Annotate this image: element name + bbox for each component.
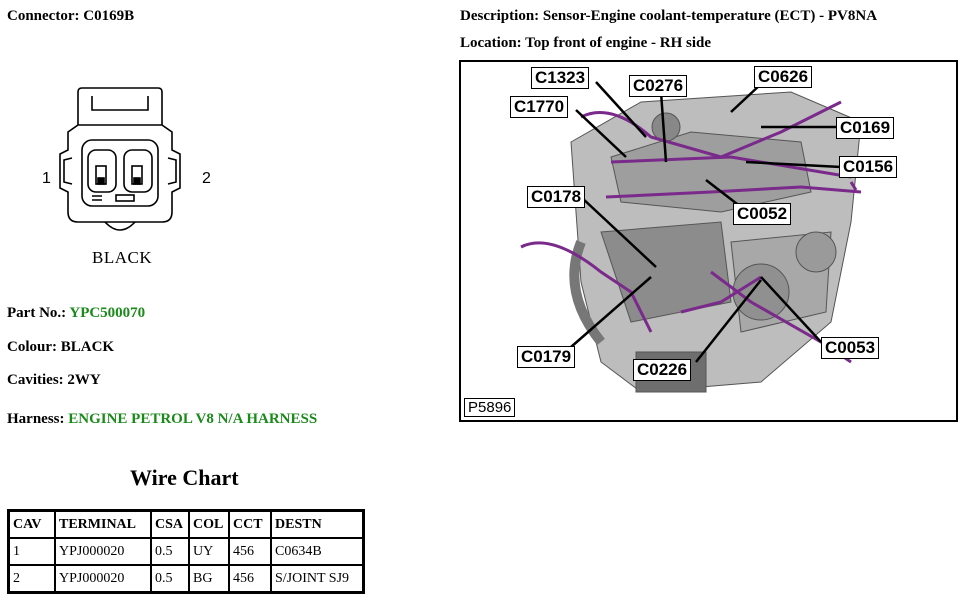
cell-csa: 0.5 (150, 564, 190, 594)
description-value: Sensor-Engine coolant-temperature (ECT) … (542, 8, 878, 24)
connector-id: C0169B (83, 8, 135, 24)
cavities-line: Cavities: 2WY (7, 372, 101, 388)
callout-c0052: C0052 (733, 203, 792, 225)
cell-col: UY (188, 537, 230, 566)
callout-c1770: C1770 (510, 96, 569, 118)
harness-line: Harness: ENGINE PETROL V8 N/A HARNESS (7, 411, 318, 427)
header-col: COL (188, 509, 230, 539)
callout-c0169: C0169 (836, 117, 895, 139)
colour-line: Colour: BLACK (7, 339, 115, 355)
header-csa: CSA (150, 509, 190, 539)
description-line: Description: Sensor-Engine coolant-tempe… (460, 8, 878, 24)
harness-value: ENGINE PETROL V8 N/A HARNESS (68, 411, 318, 427)
engine-illustration (520, 81, 862, 393)
cavities-value: 2WY (67, 372, 101, 388)
connector-face-diagram (59, 87, 181, 231)
callout-c0053: C0053 (821, 337, 880, 359)
engine-location-image: C1323 C0276 C0626 C1770 C0169 C0156 C017… (459, 60, 958, 422)
header-cav: CAV (7, 509, 56, 539)
header-terminal: TERMINAL (54, 509, 152, 539)
figure-reference: P5896 (464, 398, 516, 417)
wire-chart-title: Wire Chart (130, 465, 239, 490)
cell-terminal: YPJ000020 (54, 537, 152, 566)
cell-destn: S/JOINT SJ9 (270, 564, 365, 594)
callout-c1323: C1323 (531, 67, 590, 89)
header-destn: DESTN (270, 509, 365, 539)
cell-cct: 456 (228, 537, 272, 566)
callout-c0226: C0226 (633, 359, 692, 381)
connector-heading: Connector: C0169B (7, 8, 135, 24)
callout-c0179: C0179 (517, 346, 576, 368)
cell-destn: C0634B (270, 537, 365, 566)
table-row: 2 YPJ000020 0.5 BG 456 S/JOINT SJ9 (7, 564, 365, 594)
part-number-value: YPC500070 (69, 305, 146, 321)
callout-c0276: C0276 (629, 75, 688, 97)
connector-color-label: BLACK (92, 248, 153, 267)
cell-cav: 1 (7, 537, 56, 566)
pin-1-label: 1 (42, 170, 51, 187)
location-value: Top front of engine - RH side (525, 35, 712, 51)
callout-c0156: C0156 (839, 156, 898, 178)
cell-csa: 0.5 (150, 537, 190, 566)
location-line: Location: Top front of engine - RH side (460, 35, 712, 51)
wire-chart-table: CAV TERMINAL CSA COL CCT DESTN 1 YPJ0000… (7, 509, 365, 594)
callout-c0626: C0626 (754, 66, 813, 88)
callout-c0178: C0178 (527, 186, 586, 208)
cell-cct: 456 (228, 564, 272, 594)
pin-2-label: 2 (202, 170, 211, 187)
table-row: 1 YPJ000020 0.5 UY 456 C0634B (7, 537, 365, 566)
colour-value: BLACK (60, 339, 115, 355)
table-header-row: CAV TERMINAL CSA COL CCT DESTN (7, 509, 365, 539)
header-cct: CCT (228, 509, 272, 539)
cell-terminal: YPJ000020 (54, 564, 152, 594)
part-number-line: Part No.: YPC500070 (7, 305, 146, 321)
cell-cav: 2 (7, 564, 56, 594)
cell-col: BG (188, 564, 230, 594)
